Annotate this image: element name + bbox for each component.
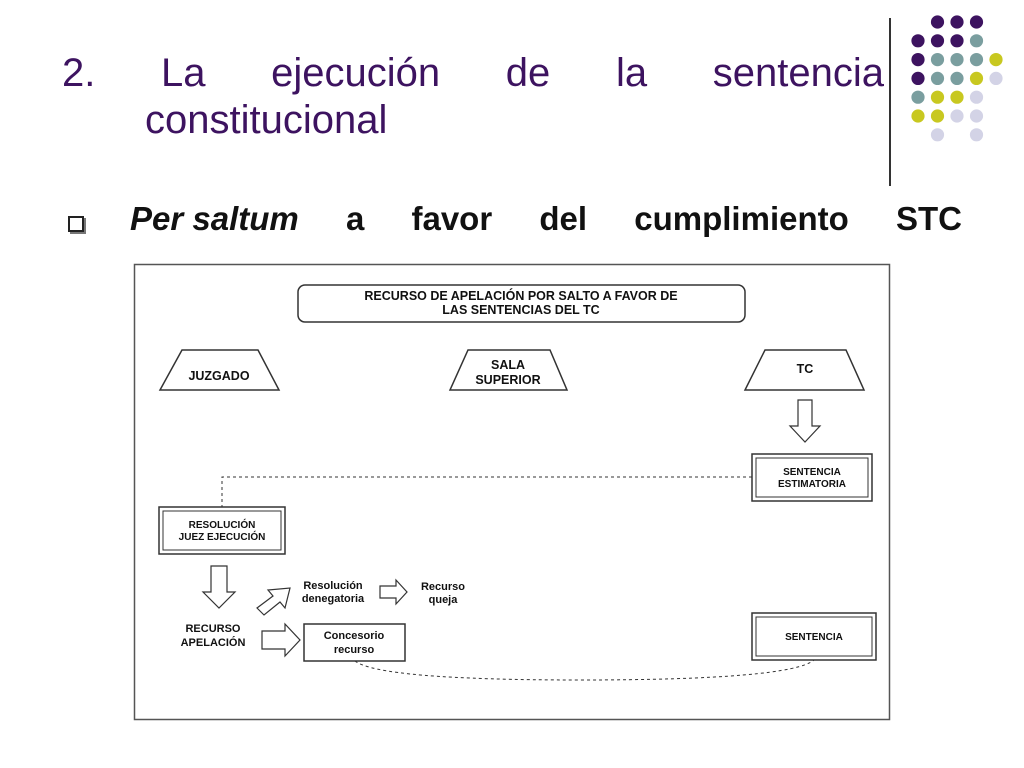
title-line2: constitucional	[145, 98, 388, 142]
resolucion-denegatoria-line1: Resolución	[303, 580, 363, 592]
decorative-dot	[930, 128, 945, 142]
resolucion-denegatoria-line2: denegatoria	[302, 593, 365, 605]
bullet-italic: Per saltum	[130, 200, 299, 237]
bullet-word: a	[345, 200, 365, 237]
concesorio-box	[303, 623, 406, 662]
slide-title: 2. La ejecución de la sentencia constitu…	[62, 50, 884, 144]
recurso-apelacion-line1: RECURSO	[185, 623, 240, 635]
decorative-dot	[930, 71, 945, 85]
concesorio-line1: Concesorio	[324, 630, 385, 642]
decorative-dot	[911, 90, 925, 104]
decorative-dot	[930, 34, 945, 48]
decorative-dot	[950, 90, 964, 104]
decorative-dot	[969, 53, 984, 67]
resolucion-line1: RESOLUCIÓN	[189, 518, 256, 531]
decorative-dot	[911, 53, 925, 67]
checkbox-bullet-icon	[68, 216, 84, 232]
decorative-dot	[969, 128, 984, 142]
recurso-queja-line2: queja	[429, 594, 459, 606]
diagram-header-box	[297, 284, 746, 323]
decorative-dot	[930, 90, 945, 104]
down-arrow-icon	[201, 565, 237, 609]
right-arrow-icon	[261, 622, 301, 658]
title-number: 2.	[62, 51, 96, 95]
sentencia-estimatoria-line2: ESTIMATORIA	[778, 479, 846, 490]
title-word: la	[615, 51, 648, 95]
dashed-connector-bottom	[354, 659, 815, 681]
decorative-dot	[989, 53, 1003, 67]
decorative-dot	[950, 34, 964, 48]
juzgado-label: JUZGADO	[188, 369, 249, 383]
bullet-word: del	[539, 200, 588, 237]
decorative-dot	[969, 71, 984, 85]
bullet-text: Per saltum a favor del cumplimiento STC	[130, 200, 962, 238]
title-word: ejecución	[271, 51, 441, 95]
sentencia-estimatoria-line1: SENTENCIA	[783, 467, 841, 478]
recurso-apelacion-line2: APELACIÓN	[181, 636, 246, 649]
decorative-dot	[950, 53, 964, 67]
down-arrow-icon	[788, 399, 822, 443]
diagonal-arrow-icon	[256, 587, 291, 616]
title-word: de	[505, 51, 551, 95]
decorative-dot	[969, 109, 984, 123]
sentencia-label: SENTENCIA	[785, 632, 843, 643]
bullet-word: STC	[895, 200, 962, 237]
sentencia-inner	[755, 616, 873, 657]
sentencia-estimatoria-inner	[755, 457, 869, 498]
bullet-word: cumplimiento	[634, 200, 849, 237]
sala-label-line2: SUPERIOR	[475, 373, 540, 387]
bullet-item: Per saltum a favor del cumplimiento STC	[66, 200, 966, 246]
decorative-dot	[911, 71, 925, 85]
resolucion-inner	[162, 510, 282, 551]
decorative-dot	[950, 71, 964, 85]
sala-label-line1: SALA	[491, 358, 525, 372]
right-arrow-icon	[379, 578, 408, 606]
sentencia-estimatoria-box	[751, 453, 873, 502]
resolucion-line2: JUEZ EJECUCIÓN	[179, 530, 266, 543]
recurso-queja-line1: Recurso	[421, 581, 465, 593]
decorative-dot	[950, 15, 964, 29]
title-word: La	[161, 51, 206, 95]
decorative-dot	[911, 109, 925, 123]
decorative-dot	[969, 34, 984, 48]
decorative-dot	[969, 15, 984, 29]
diagram-header-line2: LAS SENTENCIAS DEL TC	[442, 303, 599, 317]
decorative-dot	[930, 53, 945, 67]
juzgado-trapezoid	[158, 349, 281, 391]
decorative-dot	[930, 109, 945, 123]
title-word: sentencia	[712, 51, 884, 95]
tc-trapezoid	[743, 349, 866, 391]
concesorio-line2: recurso	[334, 644, 375, 656]
decorative-dot-grid	[911, 15, 1003, 142]
resolucion-box	[158, 506, 286, 555]
vertical-divider	[889, 18, 891, 186]
decorative-dot	[969, 90, 984, 104]
decorative-dot	[911, 34, 925, 48]
diagram-header-line1: RECURSO DE APELACIÓN POR SALTO A FAVOR D…	[364, 288, 677, 303]
bullet-word: favor	[411, 200, 493, 237]
decorative-dot	[989, 71, 1003, 85]
tc-label: TC	[797, 362, 814, 376]
decorative-dot	[930, 15, 945, 29]
decorative-dot	[950, 109, 964, 123]
sala-superior-trapezoid	[448, 349, 569, 391]
dashed-connector-top	[221, 476, 752, 507]
